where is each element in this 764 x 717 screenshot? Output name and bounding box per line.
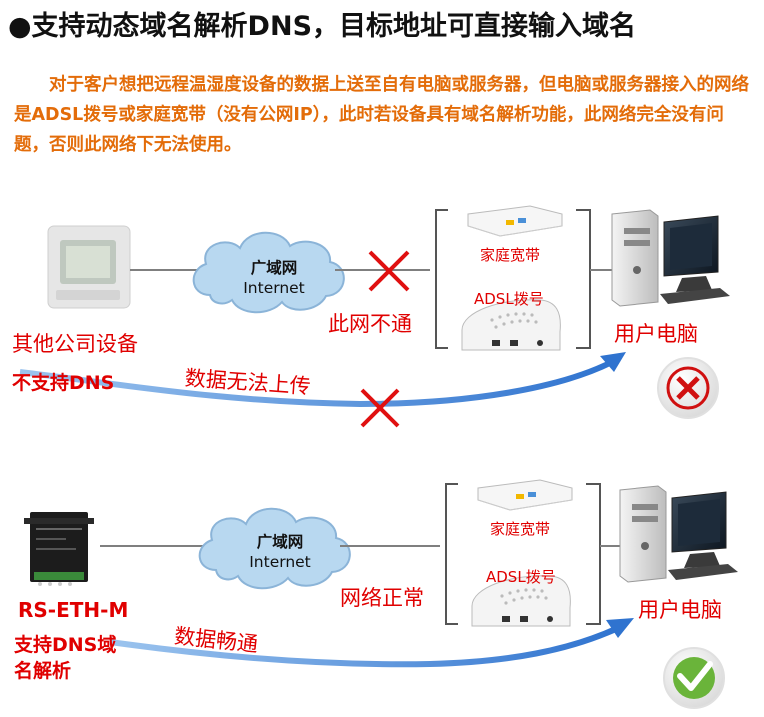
user-pc-label: 用户电脑 bbox=[614, 322, 698, 346]
page-title: ●支持动态域名解析DNS，目标地址可直接输入域名 bbox=[8, 11, 637, 42]
adsl-label: ADSL拨号 bbox=[486, 568, 556, 586]
device-sub-label-2: 名解析 bbox=[14, 660, 72, 682]
fail-badge-icon bbox=[657, 357, 719, 419]
adsl-label: ADSL拨号 bbox=[474, 290, 544, 308]
internet-cloud bbox=[192, 231, 345, 314]
cloud-label: 广域网 Internet bbox=[224, 532, 336, 572]
cloud-label-line1: 广域网 bbox=[256, 533, 304, 551]
device-sub-label: 不支持DNS bbox=[12, 372, 115, 394]
intro-paragraph: 对于客户想把远程温湿度设备的数据上送至自有电脑或服务器，但电脑或服务器接入的网络… bbox=[14, 75, 749, 155]
user-pc-image bbox=[619, 485, 738, 583]
bracket-right bbox=[576, 209, 591, 349]
device-model-label: RS-ETH-M bbox=[18, 598, 129, 622]
net-status-label: 网络正常 bbox=[340, 586, 424, 610]
bracket-right bbox=[586, 483, 601, 625]
flow-arrow-head bbox=[606, 618, 634, 638]
home-broadband-label: 家庭宽带 bbox=[480, 246, 541, 264]
bracket-left bbox=[445, 483, 458, 625]
flow-arrow bbox=[19, 359, 614, 408]
cloud-label-line2: Internet bbox=[249, 553, 311, 571]
user-pc-label: 用户电脑 bbox=[638, 598, 722, 622]
home-broadband-label: 家庭宽带 bbox=[490, 520, 551, 538]
home-router-image bbox=[477, 479, 573, 511]
blocked-x-icon bbox=[368, 250, 410, 292]
flow-blocked-x-icon bbox=[360, 388, 400, 428]
net-status-label: 此网不通 bbox=[328, 312, 412, 336]
ok-badge-icon bbox=[663, 647, 725, 709]
bracket-left bbox=[435, 209, 448, 349]
home-router-image bbox=[467, 205, 563, 237]
user-pc-image bbox=[611, 209, 730, 307]
flow-arrow-head bbox=[600, 352, 626, 372]
device-sub-label-1: 支持DNS域 bbox=[14, 634, 117, 656]
device-label: 其他公司设备 bbox=[12, 332, 138, 356]
adsl-modem-image bbox=[471, 575, 571, 627]
cloud-label: 广域网 Internet bbox=[218, 258, 330, 298]
flow-arrow bbox=[109, 625, 620, 668]
rs-eth-m-device-image bbox=[24, 512, 94, 586]
adsl-modem-image bbox=[461, 299, 561, 351]
cloud-label-line1: 广域网 bbox=[250, 259, 298, 277]
internet-cloud bbox=[198, 507, 351, 590]
other-device-image bbox=[47, 225, 131, 309]
cloud-label-line2: Internet bbox=[243, 279, 305, 297]
